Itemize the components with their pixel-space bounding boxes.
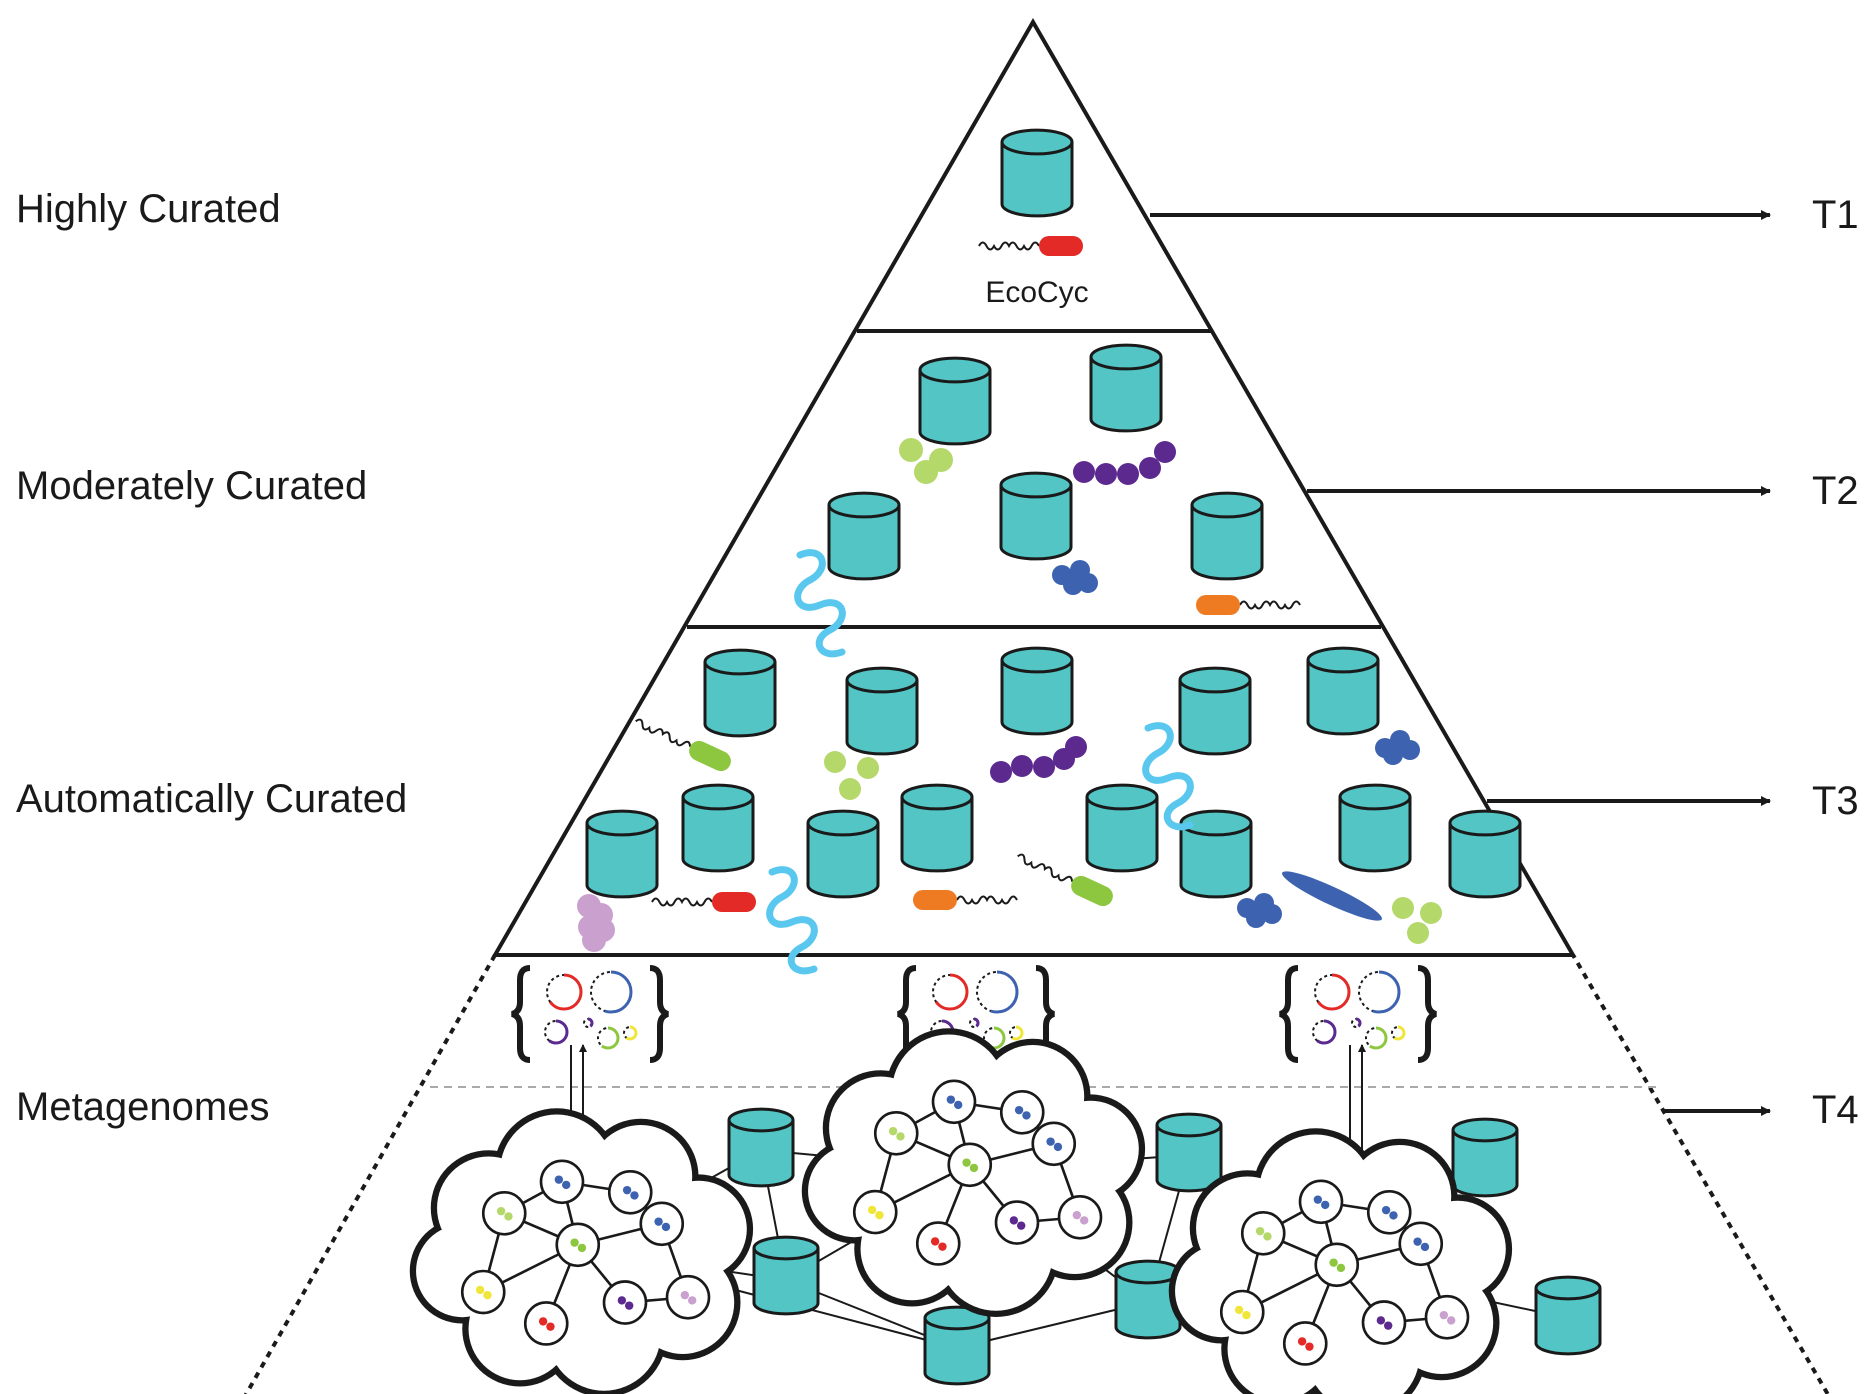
database-icon [681,783,755,873]
tier-code-1: T1 [1812,193,1859,237]
database-group [585,128,1602,1386]
flagellum-icon [1017,853,1074,882]
genome-bin-icon [1279,965,1437,1063]
database-icon [1190,491,1264,581]
cocci-cluster-icon [1237,893,1282,928]
cocci-cluster-icon [1052,560,1098,595]
rod-bacterium-icon [978,236,1083,256]
spirochete-icon [794,549,846,658]
database-icon [918,356,992,446]
database-icon [1179,809,1253,899]
cocci-cluster-icon [824,751,879,800]
database-icon [806,809,880,899]
rod-bacterium-icon [651,892,756,912]
tier-code-3: T3 [1812,779,1859,823]
cocci-cluster-icon [899,438,953,484]
metagenome-outline [243,953,1830,1394]
cocci-cluster-icon [1073,441,1176,485]
database-icon [1534,1275,1602,1356]
flagellum-icon [651,897,713,907]
tier-label-1: Highly Curated [16,187,281,231]
database-icon [845,666,919,756]
database-icon [999,471,1073,561]
community-cloud-icon [1168,1128,1513,1394]
database-icon [923,1305,991,1386]
flagellum-icon [956,895,1018,905]
database-icon [585,809,659,899]
flagellum-icon [978,241,1040,251]
database-icon [1000,646,1074,736]
vibrio-icon [1282,871,1382,921]
cocci-cluster-icon [990,736,1087,783]
database-icon [727,1107,795,1188]
tier-label-2: Moderately Curated [16,464,367,508]
rod-bacterium-icon [635,718,731,772]
database-icon [1000,128,1074,218]
genome-bin-icon [511,965,669,1063]
cocci-cluster-icon [1392,897,1442,944]
database-icon [900,783,974,873]
database-icon [1338,783,1412,873]
community-cloud-icon [801,1028,1146,1317]
database-icon [1155,1112,1223,1193]
spirochete-icon [1142,722,1194,831]
database-icon [1451,1117,1519,1198]
database-icon [1178,666,1252,756]
tier-code-4: T4 [1812,1088,1859,1132]
cocci-cluster-icon [577,894,615,952]
database-icon [1085,783,1159,873]
tier-label-3: Automatically Curated [16,777,407,821]
database-icon [1089,343,1163,433]
tier-label-4: Metagenomes [16,1085,269,1129]
flagellum-icon [635,718,692,747]
flagellum-icon [1239,600,1301,610]
cocci-cluster-icon [1375,730,1420,765]
pyramid-outline [491,18,1577,957]
community-cloud-group [409,1028,1513,1394]
community-cloud-icon [409,1108,754,1394]
genome-bin-group [511,965,1437,1181]
database-icon [752,1235,820,1316]
database-icon [1306,646,1380,736]
rod-bacterium-icon [1196,595,1301,615]
database-icon [827,491,901,581]
rod-bacterium-icon [913,890,1018,910]
spirochete-icon [766,866,818,975]
database-icon [703,648,777,738]
ecocyc-caption: EcoCyc [985,276,1088,309]
tier-code-2: T2 [1812,469,1859,513]
database-icon [1448,809,1522,899]
microbe-group [577,236,1442,975]
rod-bacterium-icon [1017,853,1113,907]
